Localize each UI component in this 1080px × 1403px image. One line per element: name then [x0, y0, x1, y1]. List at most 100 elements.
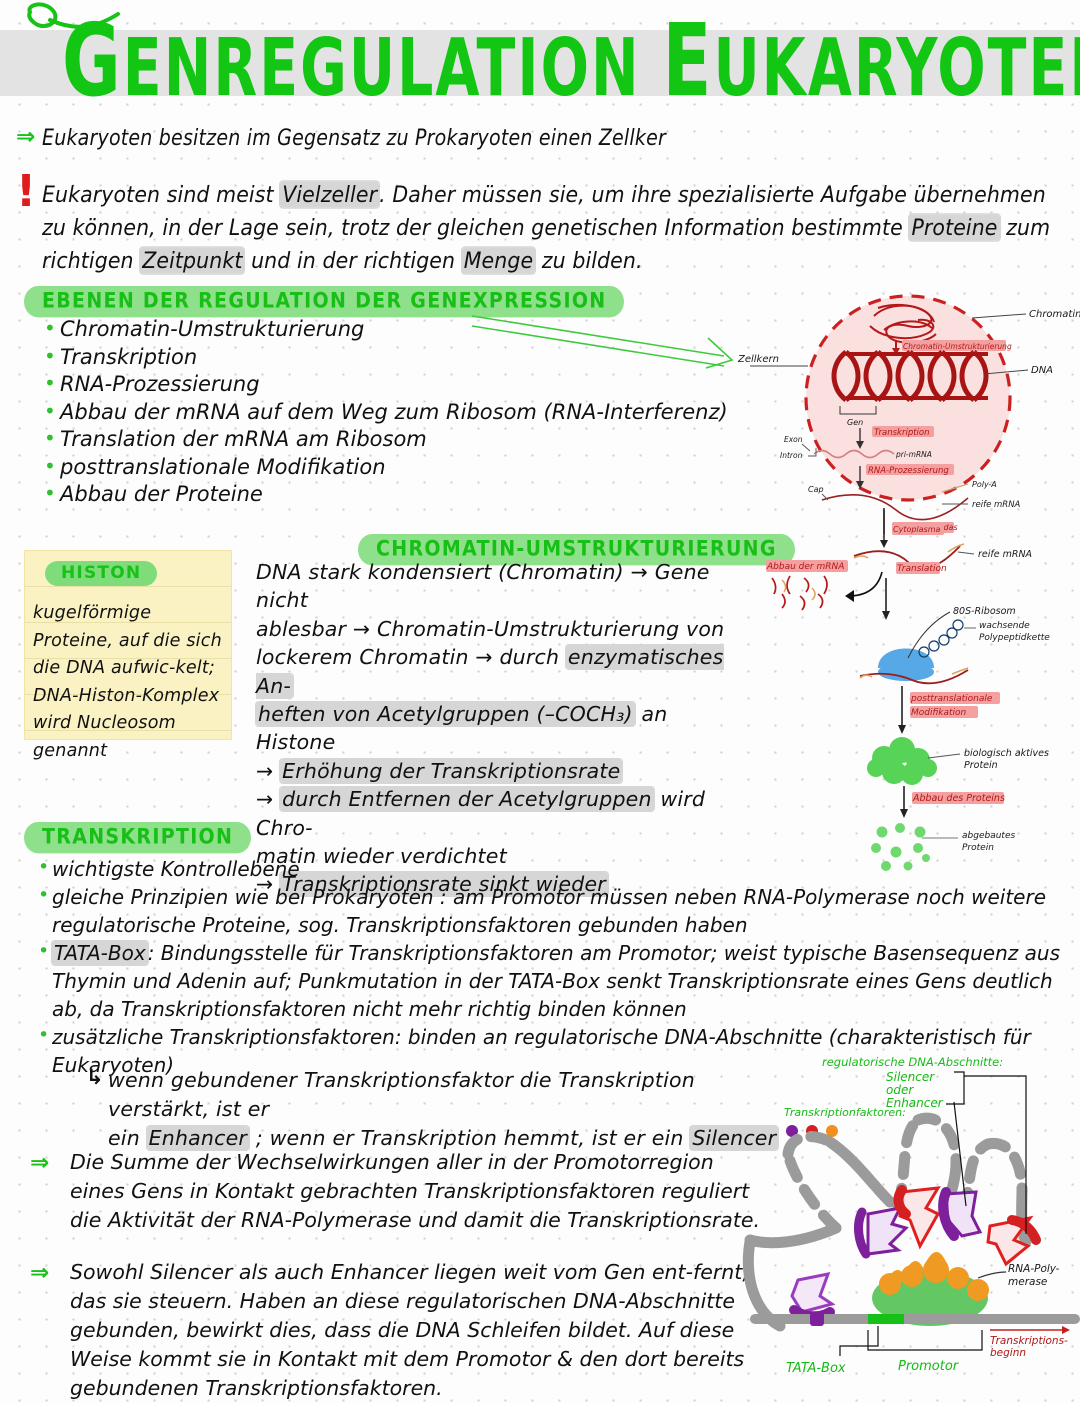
label-promotor: Promotor: [898, 1359, 960, 1374]
page-title: GENREGULATION EUKARYOTEN: [62, 4, 1080, 120]
svg-text:posttranslationale: posttranslationale: [910, 694, 993, 704]
double-arrow-right-icon: ⇒: [16, 124, 36, 150]
label-ribosom: 80S-Ribosom: [953, 606, 1016, 617]
leaf-icon: [27, 2, 120, 29]
dna-helix: [831, 350, 989, 402]
label-chromatin: Chromatin: [1029, 309, 1080, 320]
heading-chromatin: CHROMATIN-UMSTRUKTURIERUNG: [358, 534, 795, 566]
list-item: Transkription: [44, 343, 728, 372]
text-highlight: heften von Acetylgruppen (–COCH₃): [256, 702, 635, 727]
label-reg-abschnitte: regulatorische DNA-Abschnitte:: [822, 1055, 1003, 1069]
text-highlight: enzymatisches An-: [256, 645, 724, 698]
label-zellkern: Zellkern: [737, 354, 779, 365]
label-tata-box: TATA-Box: [786, 1361, 846, 1376]
list-item: Abbau der mRNA auf dem Weg zum Ribosom (…: [44, 398, 728, 427]
hook-arrow-icon: ↳: [86, 1065, 104, 1089]
svg-text:Cytoplasma: Cytoplasma: [893, 525, 941, 534]
list-item: Translation der mRNA am Ribosom: [44, 425, 728, 454]
list-item: RNA-Prozessierung: [44, 370, 728, 399]
tf-dot-3: [826, 1125, 838, 1137]
svg-text:Modifikation: Modifikation: [911, 708, 967, 718]
dna-bottom-strand: [750, 1314, 1080, 1324]
ribosome-large-subunit: [878, 648, 934, 668]
svg-text:RNA-Prozessierung: RNA-Prozessierung: [868, 466, 949, 476]
tf-shape-red-2: [986, 1215, 1041, 1267]
label-transkriptionfaktoren: Transkriptionfaktoren:: [784, 1106, 906, 1119]
text-highlight: Erhöhung der Transkriptionsrate: [280, 758, 623, 783]
text-line: ein Enhancer ; wenn er Transkription hem…: [108, 1126, 779, 1150]
text-line: lockerem Chromatin → durch enzymatisches…: [256, 645, 724, 698]
dna-loop-diagram: regulatorische DNA-Abschnitte: Silencer …: [742, 1055, 1080, 1376]
heading-ebenen: EBENEN DER REGULATION DER GENEXPRESSION: [24, 286, 625, 318]
text-highlight: Enhancer: [146, 1126, 250, 1150]
text-line: wenn gebundener Transkriptionsfaktor die…: [108, 1068, 695, 1121]
label-abbau-mrna: Abbau der mRNA: [766, 562, 844, 572]
polypeptide-chain: [918, 619, 964, 658]
label-exon: Exon: [784, 435, 803, 444]
degraded-protein-dots: [871, 823, 930, 871]
list-item: posttranslationale Modifikation: [44, 453, 728, 482]
nucleus-diagram: Chromatin-Umstrukturierung Chromatin DNA…: [737, 294, 1080, 534]
conclusion-1: Die Summe der Wechselwirkungen aller in …: [70, 1150, 760, 1232]
text-line: DNA stark kondensiert (Chromatin) → Gene…: [256, 560, 710, 613]
list-item: Chromatin-Umstrukturierung: [44, 315, 728, 344]
intro-line: Eukaryoten besitzen im Gegensatz zu Prok…: [42, 125, 666, 151]
text-line: → Erhöhung der Transkriptionsrate: [256, 758, 623, 783]
label-dna: DNA: [1031, 365, 1053, 376]
label-poly-a: Poly-A: [972, 480, 997, 489]
list-item: Abbau der Proteine: [44, 480, 728, 509]
histon-body: kugelförmige Proteine, auf die sich die …: [33, 603, 222, 761]
conclusion-arrow-1-icon: ⇒: [30, 1150, 50, 1176]
label-silencer: Silencer: [886, 1070, 935, 1084]
heading-transkription: TRANSKRIPTION: [24, 822, 252, 854]
text-highlight: Proteine: [909, 214, 1000, 241]
text-line: ablesbar → Chromatin-Umstrukturierung vo…: [256, 616, 725, 641]
enhancer-silencer-note: wenn gebundener Transkriptionsfaktor die…: [108, 1066, 788, 1153]
label-abgebaut-1: abgebautes: [962, 831, 1015, 841]
label-transkriptionsbeginn-1: Transkriptions-: [990, 1335, 1068, 1347]
svg-text:Chromatin-Umstrukturierung: Chromatin-Umstrukturierung: [903, 342, 1012, 351]
label-cap: Cap: [808, 485, 824, 494]
text-line: heften von Acetylgruppen (–COCH₃) an His…: [256, 702, 668, 755]
text-highlight: Vielzeller: [280, 181, 380, 208]
label-aktives-protein-1: biologisch aktives: [964, 748, 1049, 759]
expression-flow-diagram: Cytoplasma reife mRNA Abbau der mRNA Tra…: [766, 510, 1050, 871]
list-item: zusätzliche Transkriptionsfaktoren: bind…: [38, 1021, 1078, 1079]
text-highlight: TATA-Box: [52, 941, 148, 965]
tata-box-segment: [868, 1314, 904, 1324]
tf-dot-1: [786, 1125, 798, 1137]
label-enhancer: Enhancer: [886, 1096, 944, 1110]
label-reife-mrna-2: reife mRNA: [978, 549, 1032, 560]
label-polypeptid-1: wachsende: [979, 621, 1030, 631]
text-highlight: Zeitpunkt: [140, 247, 245, 274]
mrna-fragments: [771, 575, 828, 611]
label-intron: Intron: [780, 451, 803, 460]
exclamation-mark-icon: !: [16, 166, 37, 217]
list-item: TATA-Box: Bindungsstelle für Transkripti…: [38, 937, 1078, 1023]
label-oder: oder: [886, 1083, 914, 1097]
polymerase-subunits: [879, 1252, 989, 1301]
list-item: gleiche Prinzipien wie bei Prokaryoten :…: [38, 881, 1078, 939]
text-highlight: durch Entfernen der Acetylgruppen: [280, 787, 654, 812]
conclusion-2: Sowohl Silencer als auch Enhancer liegen…: [70, 1260, 749, 1400]
conclusion-arrow-2-icon: ⇒: [30, 1260, 50, 1286]
label-abbau-protein: Abbau des Proteins: [912, 793, 1005, 804]
label-abgebaut-2: Protein: [962, 843, 994, 853]
label-rna-poly-1: RNA-Poly-: [1008, 1263, 1060, 1275]
text-line: → durch Entfernen der Acetylgruppen wird…: [256, 787, 706, 840]
label-gen: Gen: [847, 418, 863, 427]
transkription-bullets: wichtigste Kontrollebenegleiche Prinzipi…: [38, 853, 1078, 1079]
text-highlight: Silencer: [690, 1126, 779, 1150]
label-reife-mrna: reife mRNA: [972, 500, 1021, 510]
label-polypeptid-2: Polypeptidkette: [979, 633, 1050, 643]
active-protein: [867, 737, 937, 785]
label-aktives-protein-2: Protein: [964, 760, 998, 771]
tf-shape-purple-mid: [938, 1187, 983, 1241]
text-highlight: Menge: [461, 247, 536, 274]
label-transkriptionsbeginn-2: beginn: [990, 1347, 1026, 1359]
chromatin-tangle: [869, 303, 937, 344]
label-rna-poly-2: merase: [1008, 1276, 1047, 1288]
tf-bound-purple: [810, 1312, 824, 1326]
list-item: wichtigste Kontrollebene: [38, 853, 1078, 883]
